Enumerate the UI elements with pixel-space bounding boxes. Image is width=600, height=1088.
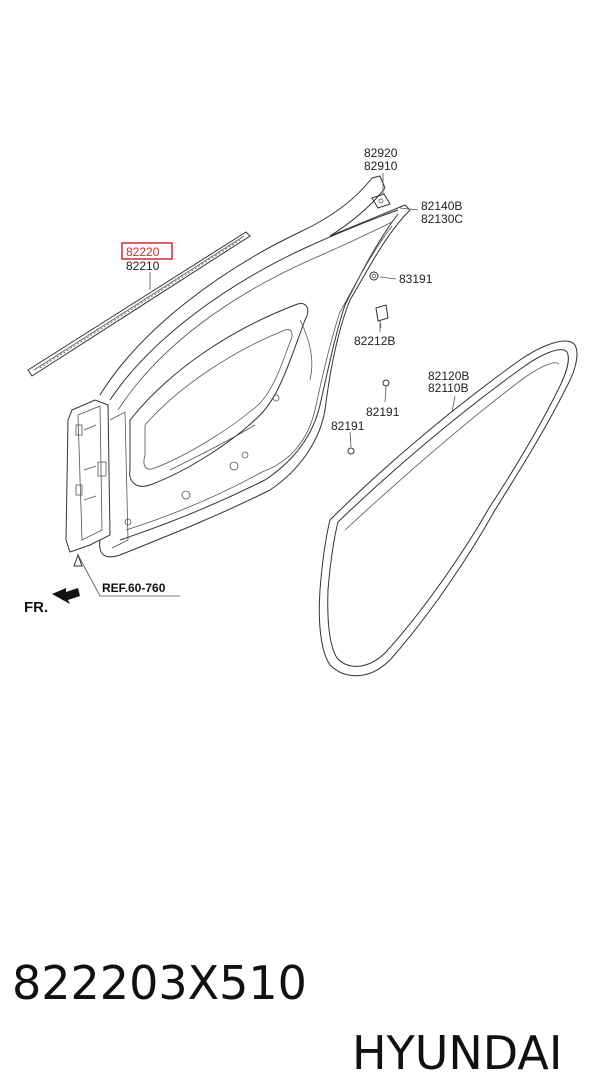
- label-ref: REF.60-760: [102, 581, 166, 595]
- parts-diagram: 82920 82910 82140B 82130C 82220 82210 83…: [24, 146, 578, 677]
- label-82110B: 82110B: [428, 381, 468, 395]
- leader-lines: [149, 173, 456, 448]
- front-arrow-icon: [52, 588, 80, 604]
- label-82212B: 82212B: [354, 334, 395, 348]
- door-hinge-edge: [65, 399, 129, 553]
- clip-82191-lower: [347, 447, 355, 455]
- belt-weatherstrip: [27, 231, 251, 377]
- clip-82920: [371, 193, 391, 209]
- ref-leader: [73, 553, 180, 597]
- caption: 822203X510 HYUNDAI: [0, 878, 600, 1080]
- part-number: 822203X510: [12, 956, 307, 1010]
- label-83191: 83191: [399, 272, 433, 286]
- label-82191-upper: 82191: [366, 405, 400, 419]
- label-82220-highlighted: 82220: [126, 245, 160, 259]
- label-82920: 82920: [364, 146, 398, 160]
- clip-82212B: [375, 304, 389, 329]
- label-82130C: 82130C: [421, 212, 463, 226]
- label-82120B: 82120B: [428, 369, 469, 383]
- door-shell: [99, 175, 411, 558]
- label-82910: 82910: [364, 159, 398, 173]
- label-front: FR.: [24, 599, 48, 616]
- label-82140B: 82140B: [421, 199, 462, 213]
- highlight-box: [121, 242, 173, 260]
- brand-name: HYUNDAI: [352, 1026, 563, 1080]
- clip-83191: [369, 271, 379, 281]
- door-opening-weatherstrip: [318, 340, 578, 677]
- label-82191-lower: 82191: [331, 419, 365, 433]
- label-82210: 82210: [126, 259, 160, 273]
- clip-82191-upper: [382, 379, 390, 387]
